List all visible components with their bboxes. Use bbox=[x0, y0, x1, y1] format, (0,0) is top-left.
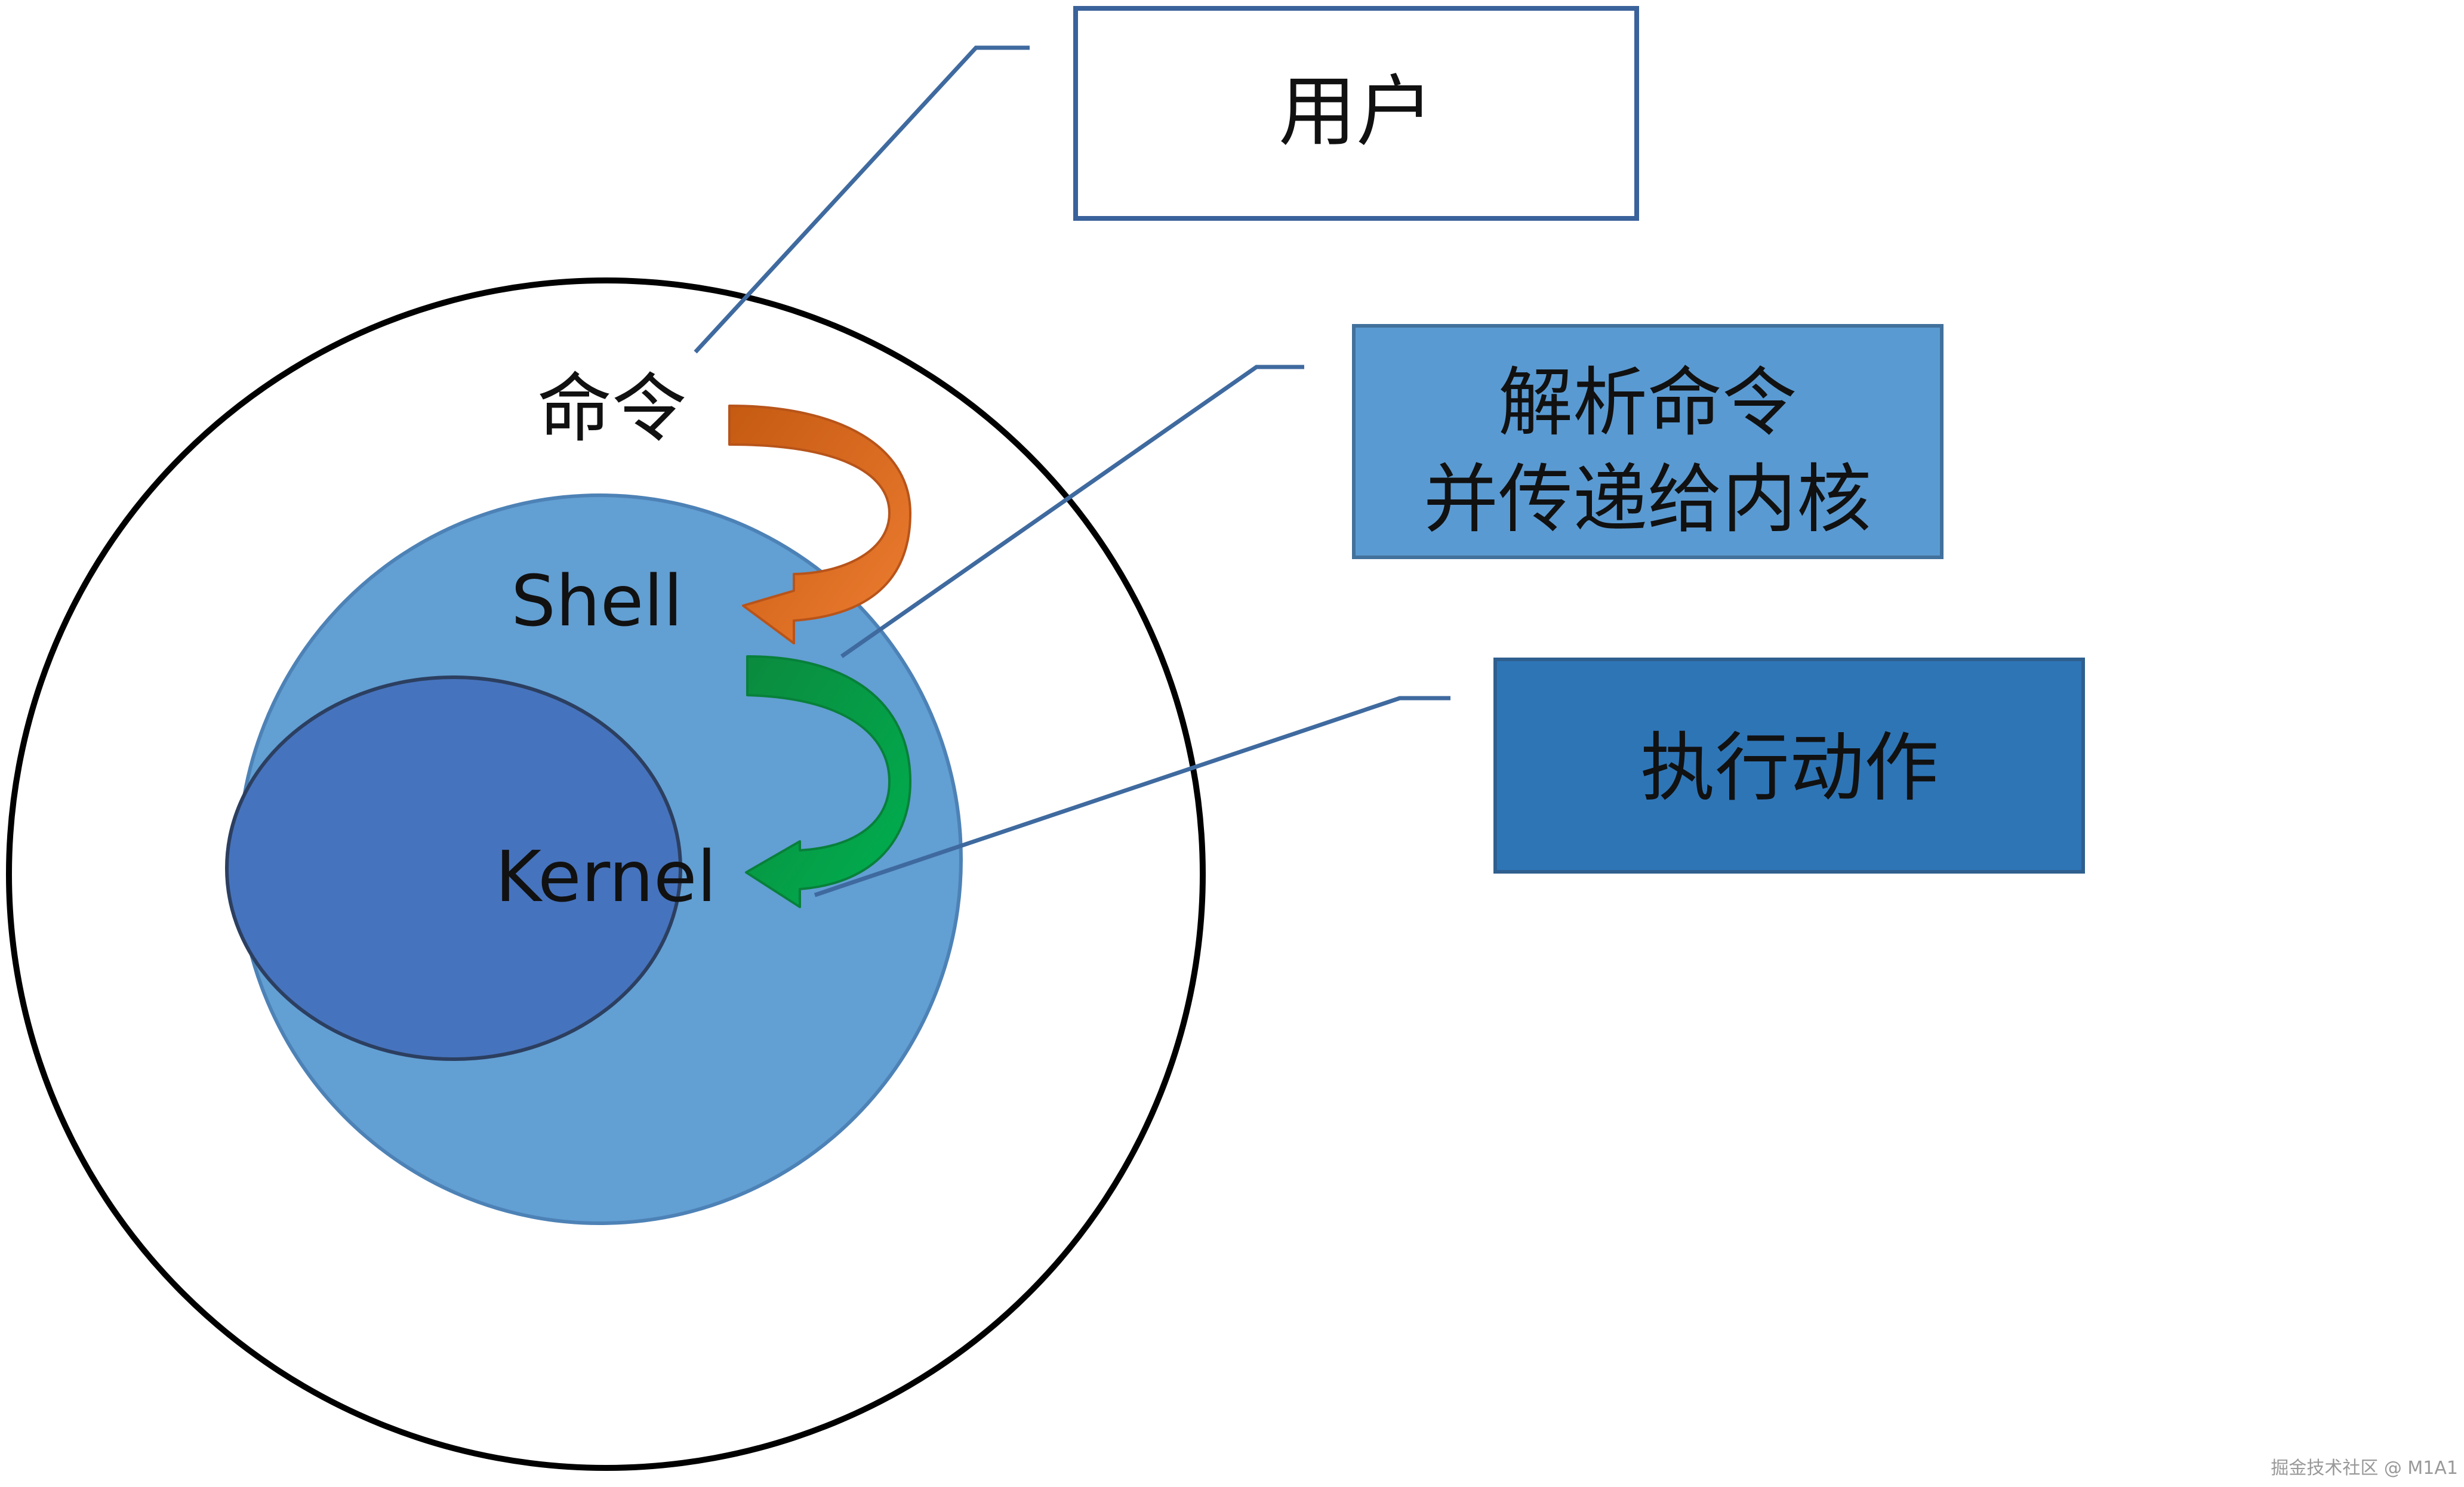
parse-command-line2: 并传递给内核 bbox=[1424, 456, 1871, 543]
kernel-label: Kernel bbox=[495, 835, 717, 918]
execute-action-label: 执行动作 bbox=[1640, 725, 1939, 812]
watermark-text: 掘金技术社区 @ M1A1 bbox=[2271, 1458, 2458, 1479]
parse-command-box bbox=[1352, 324, 1944, 559]
execute-action-box bbox=[1493, 658, 2085, 874]
kernel-circle bbox=[225, 675, 682, 1061]
command-label: 命令 bbox=[537, 366, 686, 452]
user-connector-line bbox=[694, 45, 1030, 354]
parse-connector-line bbox=[840, 365, 1304, 658]
execute-connector-line bbox=[814, 696, 1450, 897]
user-box-label: 用户 bbox=[1279, 66, 1434, 157]
shell-to-kernel-arrow bbox=[745, 655, 911, 908]
shell-label: Shell bbox=[511, 560, 683, 642]
outer-circle bbox=[6, 277, 1206, 1471]
parse-command-line1: 解析命令 bbox=[1498, 360, 1797, 446]
user-box bbox=[1073, 6, 1639, 221]
command-to-shell-arrow bbox=[728, 405, 911, 644]
